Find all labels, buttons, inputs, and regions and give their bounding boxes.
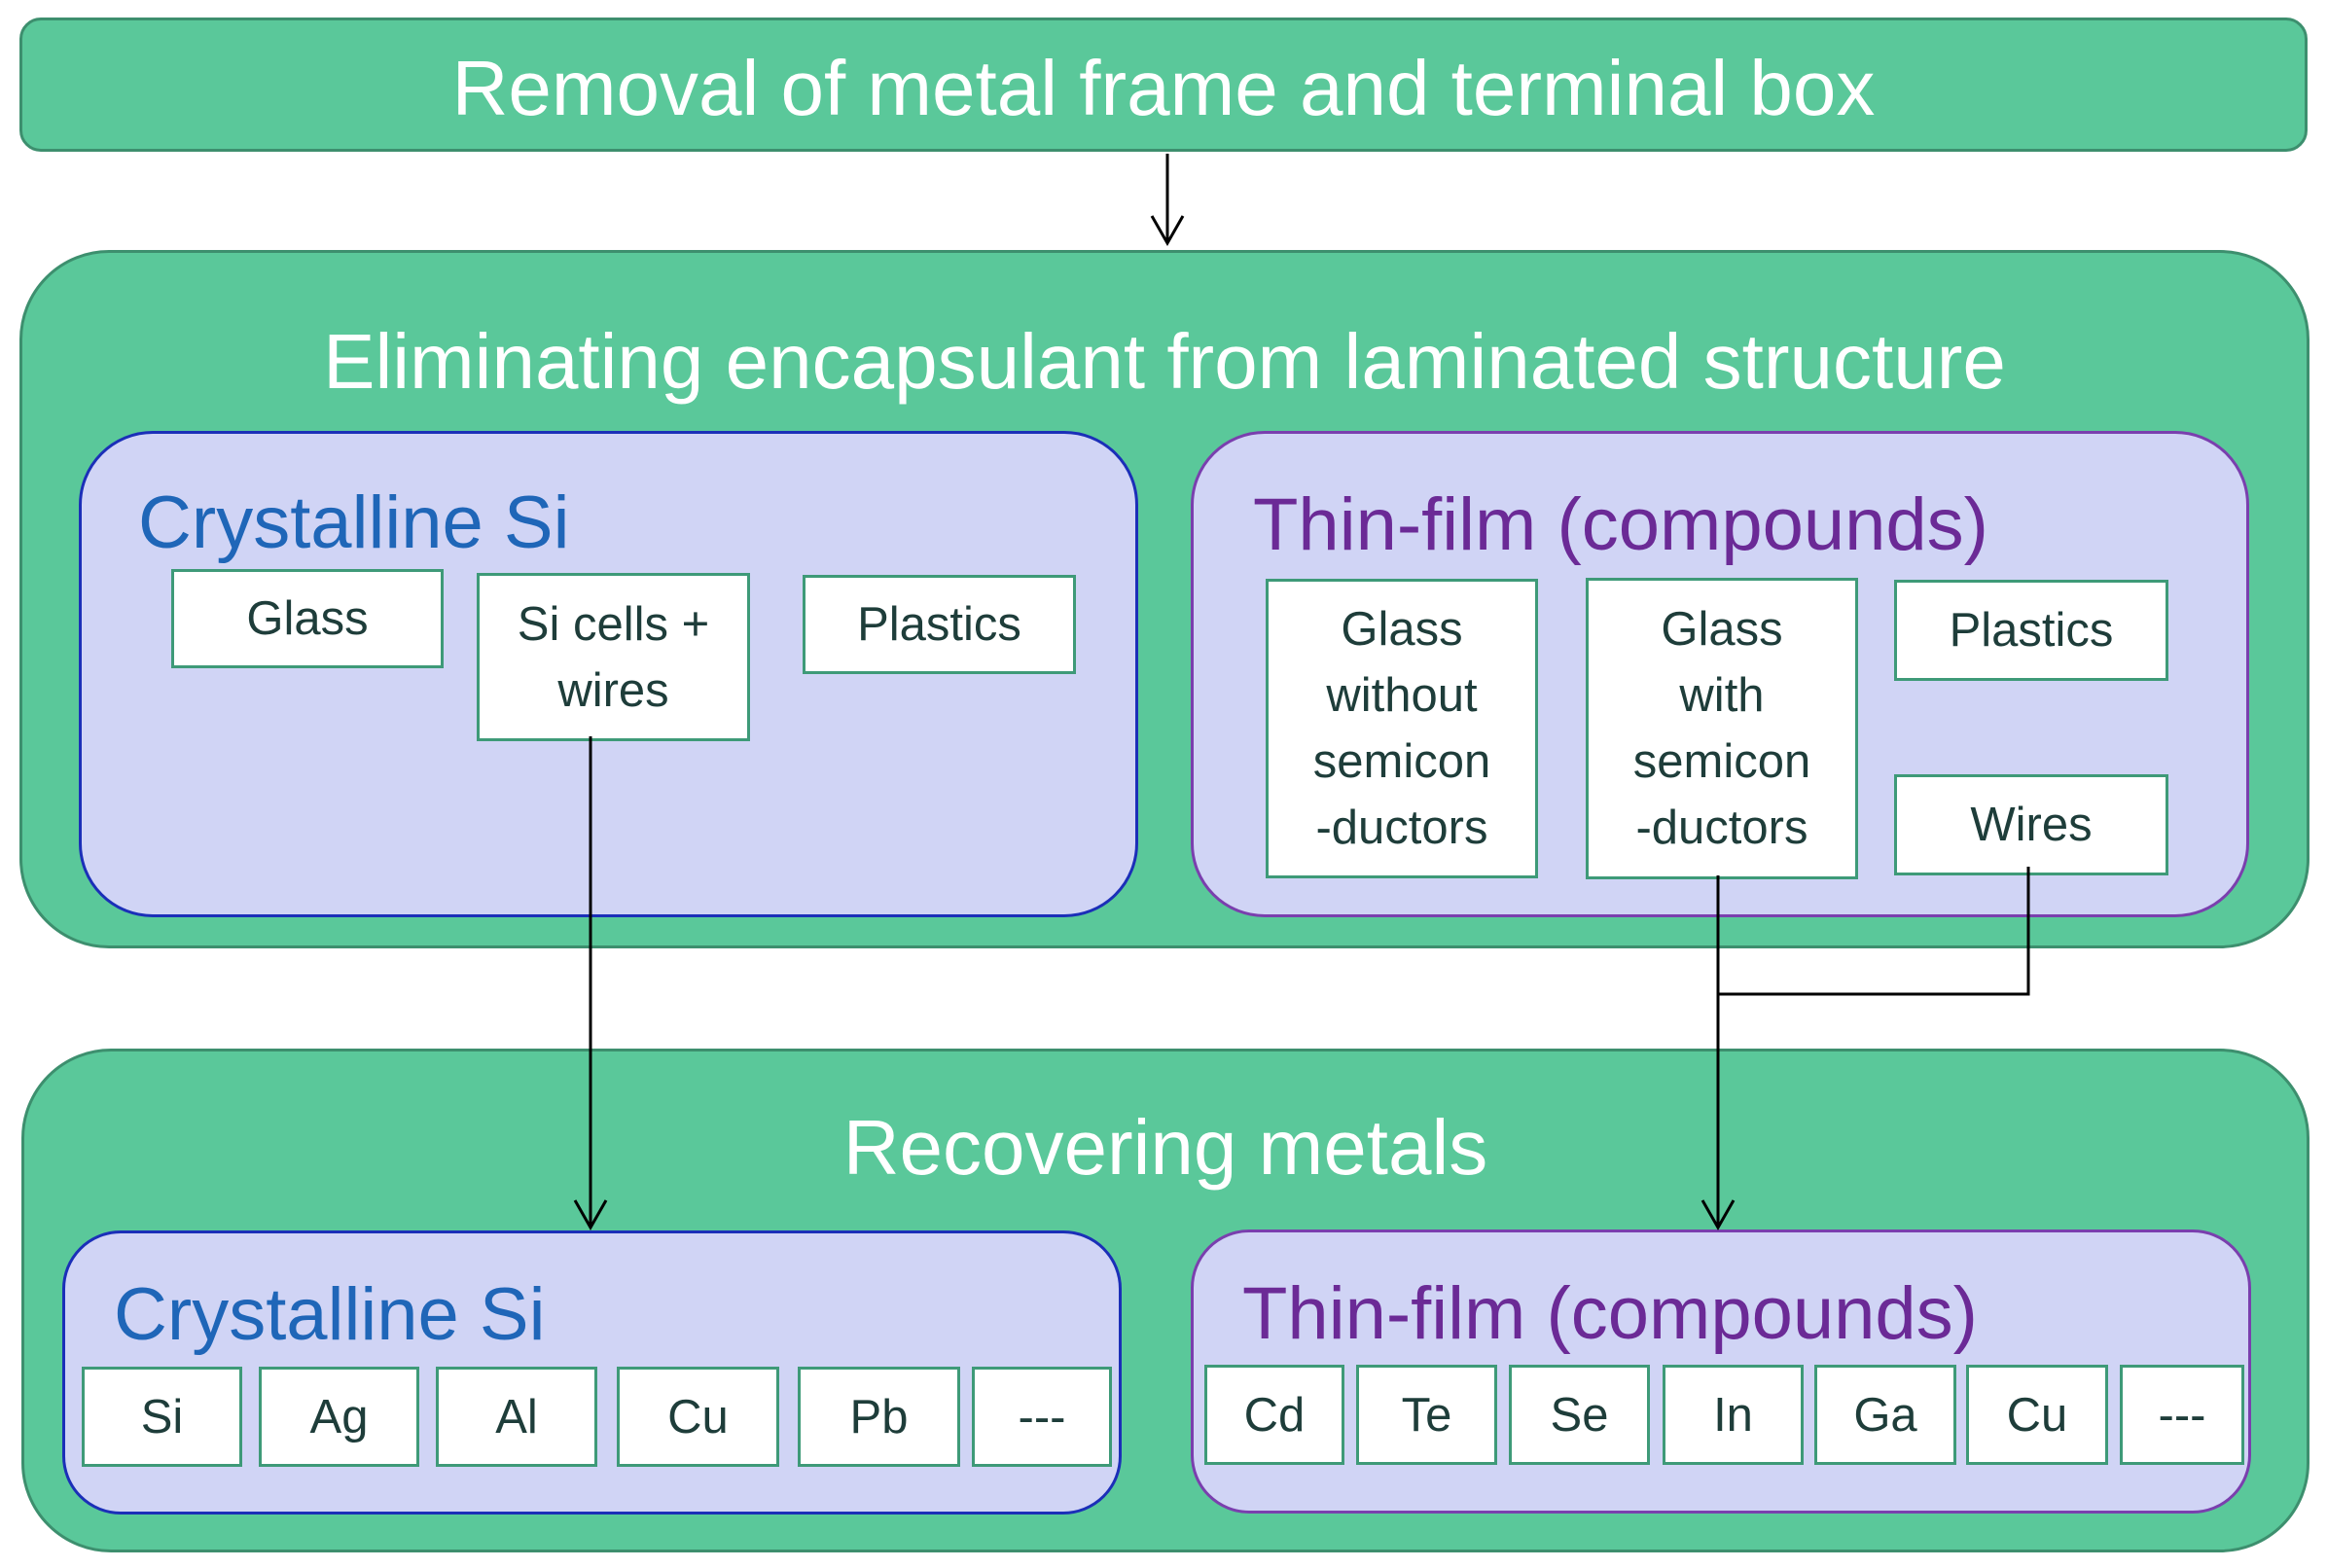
recover-thin-film-panel: Thin-film (compounds) Cd Te Se In Ga Cu … <box>1191 1229 2251 1514</box>
step-removal-frame: Removal of metal frame and terminal box <box>19 18 2308 152</box>
plastics-box: Plastics <box>803 575 1076 674</box>
metal-more-thin-film: --- <box>2120 1365 2244 1465</box>
glass-box: Glass <box>171 569 444 668</box>
arrow-removal-to-eliminating <box>1150 154 1185 247</box>
metal-al: Al <box>436 1367 597 1467</box>
metal-te: Te <box>1356 1365 1497 1465</box>
metal-ga: Ga <box>1814 1365 1956 1465</box>
glass-with-line-1: Glass <box>1661 603 1783 656</box>
thin-film-plastics-box: Plastics <box>1894 580 2168 681</box>
crystalline-si-title: Crystalline Si <box>138 481 570 564</box>
step-removal-title: Removal of metal frame and terminal box <box>451 45 1876 131</box>
recover-thin-film-title: Thin-film (compounds) <box>1242 1272 1978 1355</box>
glass-with-line-4: -ductors <box>1635 802 1808 854</box>
glass-with-line-3: semicon <box>1632 735 1811 788</box>
metal-si: Si <box>82 1367 242 1467</box>
si-wires-line: wires <box>557 663 669 717</box>
metal-more-crystalline: --- <box>972 1367 1112 1467</box>
wires-box: Wires <box>1894 774 2168 875</box>
glass-without-line-3: semicon <box>1312 735 1491 788</box>
step-recovering-metals: Recovering metals Crystalline Si Si Ag A… <box>21 1049 2309 1552</box>
glass-without-line-2: without <box>1326 669 1478 722</box>
thin-film-panel: Thin-film (compounds) Glass without semi… <box>1191 431 2249 917</box>
si-cells-line: Si cells + <box>517 597 710 651</box>
step-eliminating-encapsulant: Eliminating encapsulant from laminated s… <box>19 250 2309 948</box>
crystalline-si-panel: Crystalline Si Glass Si cells + wires Pla… <box>79 431 1138 917</box>
thin-film-title: Thin-film (compounds) <box>1253 483 1988 566</box>
metal-cu-thin-film: Cu <box>1966 1365 2108 1465</box>
step-recovering-title: Recovering metals <box>842 1104 1488 1191</box>
metal-ag: Ag <box>259 1367 419 1467</box>
metal-pb: Pb <box>798 1367 960 1467</box>
si-cells-wires-box: Si cells + wires <box>477 573 750 741</box>
recover-crystalline-si-panel: Crystalline Si Si Ag Al Cu Pb --- <box>62 1230 1122 1515</box>
glass-without-line-4: -ductors <box>1315 802 1488 854</box>
glass-with-semiconductors-box: Glass with semicon -ductors <box>1586 578 1858 879</box>
glass-without-semiconductors-box: Glass without semicon -ductors <box>1266 579 1538 878</box>
metal-in: In <box>1663 1365 1804 1465</box>
step-eliminating-title: Eliminating encapsulant from laminated s… <box>323 318 2006 405</box>
metal-cd: Cd <box>1204 1365 1344 1465</box>
glass-without-line-1: Glass <box>1341 603 1463 656</box>
glass-with-line-2: with <box>1679 669 1765 722</box>
recover-crystalline-si-title: Crystalline Si <box>114 1273 546 1356</box>
metal-cu: Cu <box>617 1367 779 1467</box>
metal-se: Se <box>1509 1365 1650 1465</box>
